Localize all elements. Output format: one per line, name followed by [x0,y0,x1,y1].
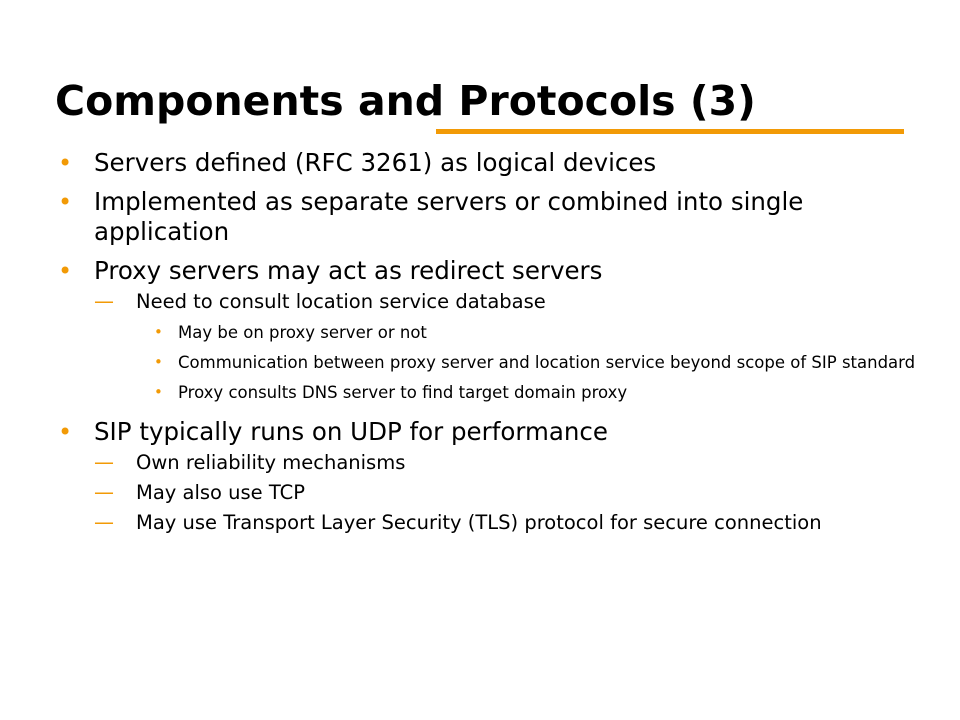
bullet-icon: • [58,257,73,285]
small-bullet-icon: • [154,383,163,401]
bullet-list: • Servers defined (RFC 3261) as logical … [58,148,918,544]
sub-list-item: — Need to consult location service datab… [94,289,918,403]
bullet-icon: • [58,188,73,216]
list-item-text: Servers defined (RFC 3261) as logical de… [94,148,657,177]
sub-list-item: — May use Transport Layer Security (TLS)… [94,510,918,535]
slide-title: Components and Protocols (3) [55,77,756,125]
list-item: • Implemented as separate servers or com… [58,187,918,247]
list-item-text: Implemented as separate servers or combi… [94,187,804,246]
bullet-icon: • [58,418,73,446]
sub-list-item-text: Own reliability mechanisms [136,451,406,474]
dash-icon: — [94,289,114,313]
dash-icon: — [94,450,114,474]
small-bullet-icon: • [154,323,163,341]
small-bullet-icon: • [154,353,163,371]
sub-sub-list-item-text: Communication between proxy server and l… [178,353,916,372]
sub-sub-list: • May be on proxy server or not • Commun… [136,322,918,403]
sub-sub-list-item: • May be on proxy server or not [136,322,918,343]
list-item: • Servers defined (RFC 3261) as logical … [58,148,918,178]
list-item-text: Proxy servers may act as redirect server… [94,256,603,285]
sub-list: — Own reliability mechanisms — May also … [94,450,918,535]
list-item: • SIP typically runs on UDP for performa… [58,417,918,535]
sub-sub-list-item-text: Proxy consults DNS server to find target… [178,383,628,402]
dash-icon: — [94,480,114,504]
list-item-text: SIP typically runs on UDP for performanc… [94,417,608,446]
dash-icon: — [94,510,114,534]
sub-sub-list-item-text: May be on proxy server or not [178,323,427,342]
title-underline [436,129,904,134]
sub-sub-list-item: • Communication between proxy server and… [136,352,918,373]
sub-list-item-text: May also use TCP [136,481,306,504]
sub-list: — Need to consult location service datab… [94,289,918,403]
sub-list-item-text: Need to consult location service databas… [136,290,546,313]
sub-list-item: — Own reliability mechanisms [94,450,918,475]
sub-sub-list-item: • Proxy consults DNS server to find targ… [136,382,918,403]
sub-list-item: — May also use TCP [94,480,918,505]
bullet-icon: • [58,149,73,177]
sub-list-item-text: May use Transport Layer Security (TLS) p… [136,511,822,534]
list-item: • Proxy servers may act as redirect serv… [58,256,918,403]
